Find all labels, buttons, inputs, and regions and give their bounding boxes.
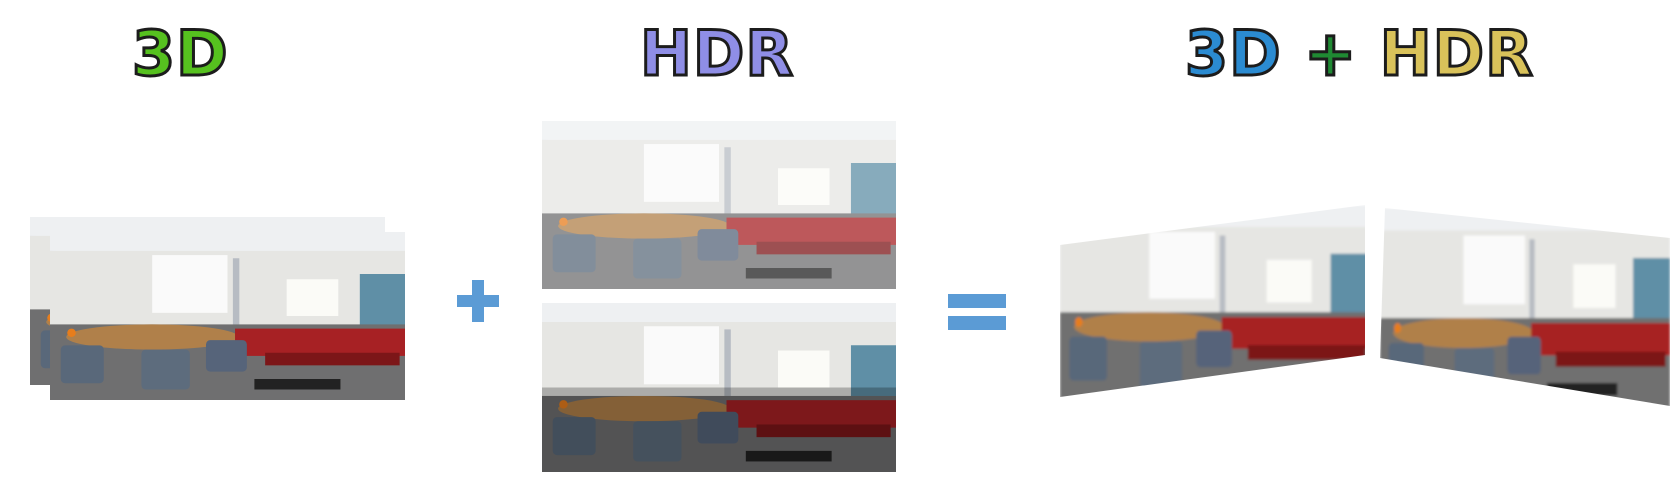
stereo-right-image xyxy=(50,232,405,400)
label-hdr: HDR xyxy=(639,16,795,92)
hdr-bright-exposure-image xyxy=(542,121,896,289)
label-combined-3d: 3D xyxy=(1184,16,1283,92)
label-3d: 3D xyxy=(131,16,230,92)
label-3d-plus-hdr: 3D + HDR xyxy=(1184,14,1535,94)
label-combined-hdr: HDR xyxy=(1378,16,1534,92)
hdr-dark-exposure-image xyxy=(542,303,896,472)
plus-icon xyxy=(457,280,499,322)
combined-right-image xyxy=(1380,208,1670,408)
label-combined-plus: + xyxy=(1303,16,1358,92)
combined-left-image xyxy=(1060,205,1370,400)
equals-icon xyxy=(948,294,1006,332)
